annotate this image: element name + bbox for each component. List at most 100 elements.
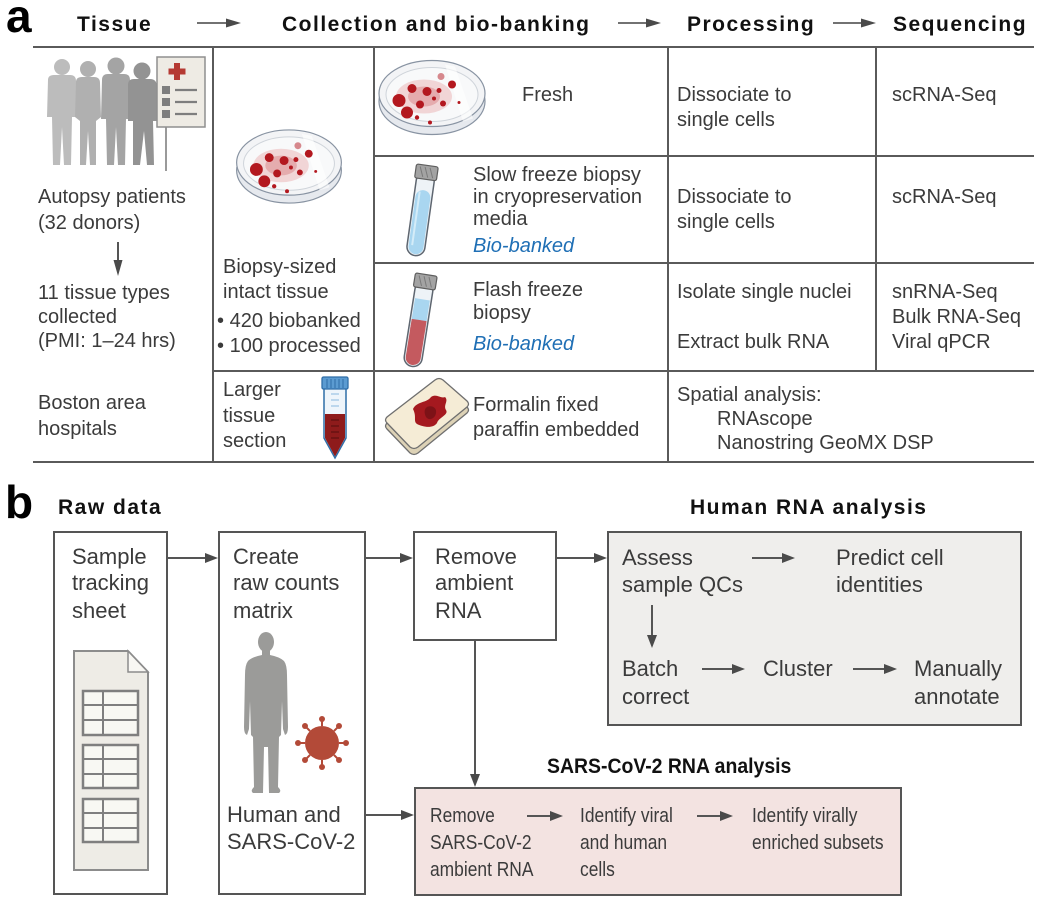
patients-to-tissue-arrow	[113, 242, 123, 276]
flash-freeze-tube-icon	[403, 272, 438, 368]
sars-remove-line2: SARS-CoV-2	[430, 832, 532, 854]
header-sequencing: Sequencing	[893, 13, 1028, 36]
bullet: •	[217, 335, 225, 357]
processed-count: 100 processed	[229, 335, 361, 357]
remove-ambient-line1: Remove	[435, 544, 517, 569]
slow-freeze-biobanked-tag: Bio-banked	[473, 235, 575, 257]
sequencing-row2: scRNA-Seq	[892, 186, 997, 208]
table-grid	[33, 46, 1034, 463]
petri-dish-icon	[236, 129, 342, 204]
medical-chart-sign-icon	[156, 56, 206, 171]
spatial-item-geomx: Nanostring GeoMX DSP	[717, 432, 934, 454]
paraffin-block-icon	[384, 377, 470, 456]
larger-section-label-3: section	[223, 430, 287, 452]
person-silhouette-2	[75, 61, 101, 165]
human-silhouette-icon	[244, 632, 288, 793]
human-analysis-box	[607, 531, 1022, 726]
sars-remove-line1: Remove	[430, 805, 495, 827]
annotate-line2: annotate	[914, 684, 1000, 709]
raw-counts-caption-line1: Human and	[227, 802, 341, 827]
processing-row1-line2: single cells	[677, 109, 775, 131]
enriched-subsets-line1: Identify virally	[752, 805, 858, 827]
arrow-ambient-to-human	[557, 553, 607, 563]
slow-freeze-label-2: in cryopreservation	[473, 186, 642, 208]
arrow-counts-to-sars	[366, 810, 414, 820]
arrow-batch-to-cluster	[702, 664, 745, 674]
fresh-label: Fresh	[522, 84, 574, 106]
formalin-label-2: paraffin embedded	[473, 419, 640, 441]
header-tissue: Tissue	[77, 13, 153, 36]
arrow-counts-to-ambient	[366, 553, 413, 563]
person-silhouette-4	[128, 62, 158, 165]
conical-tube-icon	[321, 376, 349, 460]
raw-counts-line2: raw counts	[233, 570, 340, 595]
larger-section-label-2: tissue	[223, 405, 276, 427]
autopsy-patients-label: Autopsy patients	[38, 186, 186, 208]
assess-qc-line2: sample QCs	[622, 572, 744, 597]
arrow-sars-identify-to-subsets	[697, 811, 733, 821]
predict-identities-line2: identities	[836, 572, 923, 597]
header-arrow-processing-to-sequencing	[833, 18, 876, 28]
panel-a-label: a	[6, 0, 32, 42]
sars-remove-line3: ambient RNA	[430, 859, 534, 881]
header-arrow-tissue-to-collection	[197, 18, 241, 28]
sample-tracking-line1: Sample	[72, 544, 147, 569]
spatial-analysis-title: Spatial analysis:	[677, 384, 822, 406]
boston-hospitals-label-2: hospitals	[38, 418, 117, 440]
pmi-range-label: (PMI: 1–24 hrs)	[38, 330, 176, 352]
biopsy-sized-label-2: intact tissue	[223, 281, 329, 303]
slow-freeze-label-3: media	[473, 208, 528, 230]
arrow-qc-to-predict	[752, 553, 795, 563]
processing-isolate-nuclei: Isolate single nuclei	[677, 281, 852, 303]
person-silhouette-1	[47, 59, 77, 165]
sequencing-snrna: snRNA-Seq	[892, 281, 998, 303]
header-arrow-collection-to-processing	[618, 18, 661, 28]
raw-counts-caption-line2: SARS-CoV-2	[227, 829, 356, 854]
remove-ambient-line2: ambient	[435, 570, 514, 595]
virus-icon	[295, 716, 349, 770]
arrow-cluster-to-annotate	[853, 664, 897, 674]
arrow-qc-to-batch	[647, 605, 657, 648]
cluster-step: Cluster	[763, 656, 833, 681]
header-processing: Processing	[687, 13, 816, 36]
sample-tracking-line2: tracking	[72, 570, 150, 595]
processing-extract-bulk: Extract bulk RNA	[677, 331, 830, 353]
raw-counts-line1: Create	[233, 544, 300, 569]
person-silhouette-3	[101, 57, 131, 165]
flash-freeze-biobanked-tag: Bio-banked	[473, 333, 575, 355]
arrow-ambient-to-sars	[470, 641, 480, 787]
sequencing-row1: scRNA-Seq	[892, 84, 997, 106]
assess-qc-line1: Assess	[622, 545, 693, 570]
raw-counts-line3: matrix	[233, 598, 293, 623]
sars-analysis-box	[414, 787, 902, 896]
tissue-types-label: 11 tissue types	[38, 282, 170, 304]
formalin-label-1: Formalin fixed	[473, 394, 599, 416]
spatial-item-rnascope: RNAscope	[717, 408, 813, 430]
arrow-sars-remove-to-identify	[527, 811, 563, 821]
header-collection: Collection and bio-banking	[282, 13, 591, 36]
remove-ambient-line3: RNA	[435, 598, 482, 623]
processing-row2-line2: single cells	[677, 211, 775, 233]
bullet: •	[217, 310, 225, 332]
arrow-tracking-to-counts	[168, 553, 218, 563]
biobanked-count: 420 biobanked	[229, 310, 361, 332]
sequencing-bulk: Bulk RNA-Seq	[892, 306, 1021, 328]
sars-analysis-title: SARS-CoV-2 RNA analysis	[547, 755, 792, 778]
flash-freeze-label-2: biopsy	[473, 302, 531, 324]
identify-cells-line1: Identify viral	[580, 805, 673, 827]
cryo-tube-icon	[406, 163, 439, 257]
annotate-line1: Manually	[914, 656, 1003, 681]
batch-correct-line1: Batch	[622, 656, 679, 681]
raw-counts-box	[218, 531, 366, 895]
enriched-subsets-line2: enriched subsets	[752, 832, 884, 854]
fresh-petri-dish-icon	[378, 59, 486, 136]
human-analysis-title: Human RNA analysis	[690, 496, 928, 519]
patients-group-icon	[47, 57, 158, 165]
batch-correct-line2: correct	[622, 684, 690, 709]
remove-ambient-box	[413, 531, 557, 641]
sequencing-qpcr: Viral qPCR	[892, 331, 991, 353]
biobanked-count-item: • 420 biobanked	[217, 309, 361, 333]
spreadsheet-document-icon	[73, 649, 150, 871]
boston-hospitals-label-1: Boston area	[38, 392, 146, 414]
